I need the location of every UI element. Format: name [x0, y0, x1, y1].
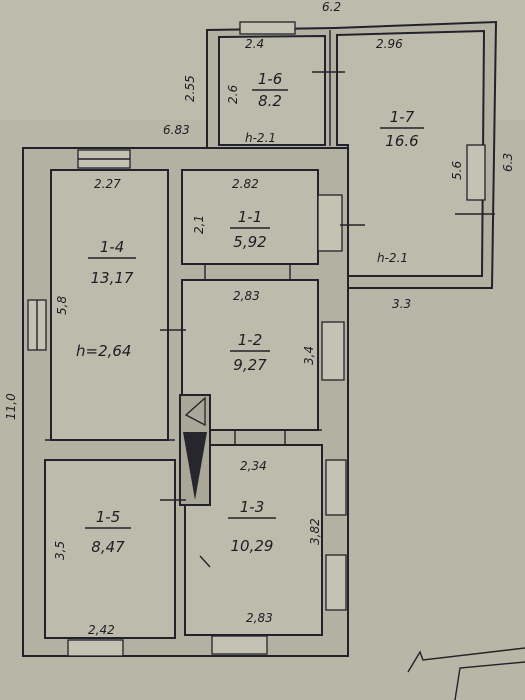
room-label-1-6: 1-6 8.2	[252, 70, 288, 110]
room-id: 1-1	[238, 208, 263, 226]
dimension-label: 5.6	[450, 161, 464, 180]
room-area: 8.2	[258, 92, 282, 110]
dimension-label: h=2,64	[76, 342, 131, 360]
dimension-label: 6.2	[322, 0, 341, 14]
room-area: 13,17	[91, 269, 134, 287]
dimension-label: 2.55	[183, 75, 197, 102]
room-1-4-floor	[50, 169, 169, 441]
dimension-label: 2,34	[240, 459, 267, 473]
dimension-label: 2.4	[245, 37, 264, 51]
room-label-1-1: 1-1 5,92	[230, 208, 270, 251]
room-label-1-4: 1-4 13,17	[88, 238, 136, 287]
dimension-label: h-2.1	[377, 251, 408, 265]
dimension-label: 3,4	[302, 346, 316, 365]
room-area: 5,92	[233, 233, 266, 251]
room-label-1-3: 1-3 10,29	[228, 498, 276, 555]
room-1-5-floor	[44, 459, 176, 639]
window-top-1-6	[239, 21, 296, 35]
room-area: 8,47	[91, 538, 125, 556]
room-area: 9,27	[233, 356, 267, 374]
window-right-1-2	[321, 321, 345, 381]
room-1-1-floor	[181, 169, 319, 265]
window-right-1-3b	[325, 554, 347, 611]
room-id: 1-7	[390, 108, 415, 126]
room-label-1-7: 1-7 16.6	[380, 108, 424, 150]
dimension-label: 3.3	[392, 297, 411, 311]
dimension-label: 2,1	[192, 215, 206, 234]
room-label-1-5: 1-5 8,47	[85, 508, 131, 556]
dimension-label: 2.82	[232, 177, 259, 191]
window-bottom-1-3	[211, 635, 268, 655]
dimension-label: 6.3	[501, 153, 515, 172]
window-right-1-7	[466, 144, 486, 201]
window-right-1-1	[317, 194, 343, 252]
room-area: 16.6	[385, 132, 418, 150]
window-bottom-1-5	[67, 639, 124, 657]
door-mark	[199, 555, 211, 568]
room-area: 10,29	[231, 537, 274, 555]
dimension-label: 2,83	[233, 289, 260, 303]
room-id: 1-4	[100, 238, 125, 256]
stove-vent	[184, 396, 206, 427]
dimension-label: 2.96	[376, 37, 403, 51]
room-1-7-floor	[336, 29, 486, 277]
dimension-label: 2,83	[246, 611, 273, 625]
room-id: 1-5	[96, 508, 121, 526]
dimension-label: 5,8	[55, 296, 69, 315]
dimension-label: 6.83	[163, 123, 190, 137]
dimension-label: h-2.1	[245, 131, 276, 145]
dimension-label: 11,0	[4, 393, 18, 420]
stove-firebox	[183, 432, 207, 500]
dimension-label: 2,42	[88, 623, 115, 637]
room-id: 1-6	[258, 70, 283, 88]
neighbor-outline	[407, 647, 525, 673]
room-id: 1-3	[240, 498, 265, 516]
dimension-label: 2.27	[94, 177, 121, 191]
dimension-label: 2.6	[226, 85, 240, 104]
room-label-1-2: 1-2 9,27	[230, 331, 270, 374]
dimension-label: 3,5	[53, 541, 67, 560]
room-id: 1-2	[238, 331, 263, 349]
window-right-1-3a	[325, 459, 347, 516]
dimension-label: 3,82	[308, 518, 322, 545]
neighbor-outline	[454, 661, 525, 700]
